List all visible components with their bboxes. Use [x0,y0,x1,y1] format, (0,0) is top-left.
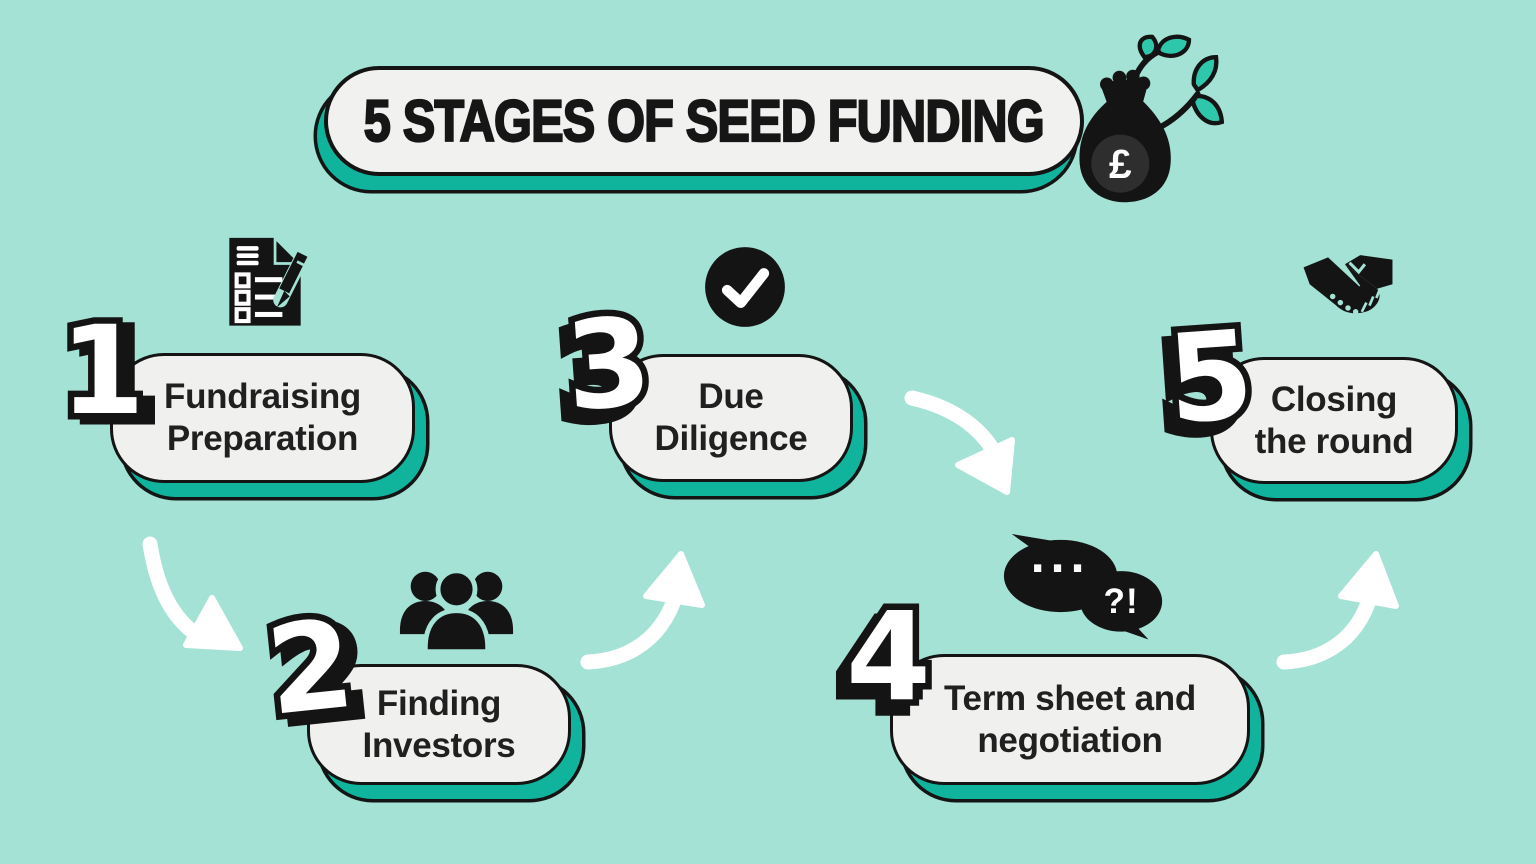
number-shadow: 1 [66,305,164,447]
money-bag-icon: £ [1079,34,1224,203]
number-outline: 1 [54,300,152,442]
stage-1-number: 1 1 1 [54,300,164,447]
handshake-icon [1303,255,1393,315]
stage-3-label-line1: Due [698,377,764,416]
leaf [1137,34,1159,60]
sprout-stem-right [1154,91,1201,132]
pound-symbol: £ [1109,141,1132,187]
stage-2-label-line2: Investors [362,725,516,765]
speech-bubbles-icon: ... ?! [1003,533,1163,640]
stage-3-pill: Due Diligence [609,354,853,482]
stage-4-number: 4 4 4 [831,586,946,735]
stage-2-label-line1: Finding [376,683,502,723]
arrow-stage3-to-stage4 [904,390,1015,495]
stage-1-pill: Fundraising Preparation [110,353,415,483]
stage-3-label-line2: Diligence [654,419,808,458]
stage-4-pill: Term sheet and negotiation [890,654,1250,785]
number-fill: 5 [1163,303,1258,452]
number-fill: 1 [60,300,145,442]
stage-5-label-line1: Closing [1270,379,1398,419]
bag-neck [1100,79,1148,108]
number-fill: 4 [846,586,931,728]
number-shadow: 4 [831,596,929,738]
coin-circle [1091,134,1150,193]
arrow-stage1-to-stage2 [142,536,243,651]
leaf [1190,93,1224,126]
arrow-stage4-to-stage5 [1276,551,1399,670]
stage-4-label-line2: negotiation [977,720,1163,760]
arrow-stage2-to-stage3 [580,551,705,670]
stage-5-number: 5 5 5 [1147,297,1272,467]
number-fill: 2 [260,592,360,743]
stage-2-pill: Finding Investors [307,664,571,785]
interjection-text: ?! [1104,582,1139,621]
ellipsis-dots: ... [1031,533,1091,583]
title-banner: 5 STAGES OF SEED FUNDING [324,66,1084,176]
checklist-pencil-icon [229,236,308,326]
checkmark-circle-icon [705,247,785,327]
leaf [1191,55,1219,93]
stage-4-label-line1: Term sheet and [944,678,1196,718]
number-outline: 4 [840,586,938,728]
stage-5-label-line2: the round [1254,421,1414,461]
stage-1-label-line2: Preparation [166,419,359,458]
stage-2-number: 2 2 2 [254,586,378,756]
leaf [1155,34,1192,59]
investors-group-icon [399,568,514,654]
number-fill: 3 [561,290,656,439]
stage-3-number: 3 3 3 [545,284,670,454]
page-title: 5 STAGES OF SEED FUNDING [363,87,1046,154]
stage-5-pill: Closing the round [1210,357,1458,484]
stage-1-label-line1: Fundraising [164,377,361,416]
